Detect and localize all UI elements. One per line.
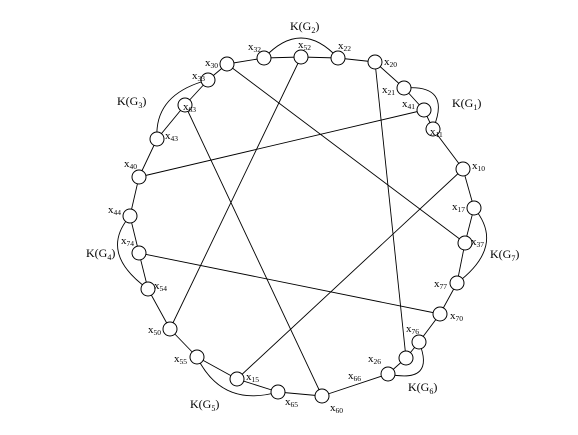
vertex-label-x63: x63 — [183, 101, 196, 114]
vertex-label-x41: x41 — [402, 98, 415, 111]
vertex-x50 — [162, 321, 178, 337]
clique-arc-x32-x22 — [263, 37, 339, 59]
vertex-x11 — [425, 121, 441, 137]
clique-arc-x76-x66 — [387, 341, 424, 377]
vertex-x60 — [314, 388, 330, 404]
clique-label-G3: K(G3) — [117, 94, 146, 110]
vertex-x22 — [330, 50, 346, 66]
edge-x52-x50 — [169, 56, 302, 330]
vertex-x21 — [396, 80, 412, 96]
vertex-x33 — [200, 72, 216, 88]
vertex-x10 — [455, 161, 471, 177]
vertex-label-x55: x55 — [174, 353, 187, 366]
vertex-x17 — [466, 200, 482, 216]
clique-label-G6: K(G6) — [408, 380, 437, 396]
clique-label-G4: K(G4) — [86, 246, 115, 262]
edge-x10-x15 — [236, 168, 464, 380]
clique-arc-x17-x77 — [456, 207, 488, 284]
clique-arc-x21-x11 — [403, 87, 439, 130]
vertex-x26 — [398, 350, 414, 366]
vertex-label-x17: x17 — [452, 201, 465, 214]
vertex-label-x15: x15 — [246, 371, 259, 384]
vertex-label-x26: x26 — [368, 353, 381, 366]
vertex-label-x20: x20 — [384, 56, 397, 69]
vertex-x55 — [189, 349, 205, 365]
clique-arc-x55-x65 — [196, 356, 279, 397]
vertex-label-x10: x10 — [472, 160, 485, 173]
vertex-x54 — [140, 281, 156, 297]
vertex-x65 — [270, 384, 286, 400]
vertex-label-x76: x76 — [406, 323, 419, 336]
vertex-label-x21: x21 — [382, 84, 395, 97]
vertex-labels: x32 x52 x22 x30 x20 x33 x21 x63 x41 x43 x11 x40 x10 x… — [108, 39, 485, 415]
vertex-x77 — [449, 275, 465, 291]
vertex-label-x66: x66 — [348, 370, 361, 383]
vertex-label-x33: x33 — [192, 70, 205, 83]
clique-label-G5: K(G5) — [190, 397, 219, 413]
vertex-label-x11: x11 — [430, 126, 443, 139]
clique-labels: K(G2) K(G1) K(G3) K(G7) K(G4) K(G6) K(G5… — [86, 19, 519, 413]
clique-label-G7: K(G7) — [490, 247, 519, 263]
vertex-label-x65: x65 — [285, 396, 298, 409]
graph-vertices — [122, 49, 482, 404]
vertex-x66 — [380, 366, 396, 382]
edge-x20-x26 — [374, 61, 407, 359]
edge-x55-x15 — [196, 356, 238, 380]
vertex-label-x60: x60 — [330, 402, 343, 415]
vertex-label-x40: x40 — [124, 158, 137, 171]
vertex-x43 — [149, 131, 165, 147]
vertex-label-x44: x44 — [108, 204, 121, 217]
edge-x63-x60 — [184, 104, 323, 397]
edge-x10-x11 — [432, 128, 464, 170]
vertex-x40 — [131, 169, 147, 185]
vertex-label-x37: x37 — [471, 236, 484, 249]
vertex-label-x54: x54 — [154, 280, 167, 293]
vertex-x63 — [177, 97, 193, 113]
vertex-x32 — [256, 50, 272, 66]
vertex-x70 — [432, 306, 448, 322]
vertex-label-x22: x22 — [338, 40, 351, 53]
clique-arcs — [117, 37, 488, 397]
edge-x60-x66 — [321, 373, 389, 397]
edge-x41-x40 — [138, 109, 425, 178]
vertex-x30 — [219, 56, 235, 72]
vertex-x37 — [457, 235, 473, 251]
vertex-label-x77: x77 — [434, 278, 447, 291]
edge-x30-x37 — [226, 63, 466, 244]
vertex-label-x70: x70 — [450, 310, 463, 323]
vertex-label-x32: x32 — [248, 41, 261, 54]
vertex-x44 — [122, 208, 138, 224]
vertex-x20 — [367, 54, 383, 70]
vertex-label-x43: x43 — [165, 130, 178, 143]
clique-label-G2: K(G2) — [290, 19, 319, 35]
vertex-x41 — [416, 102, 432, 118]
vertex-x52 — [293, 49, 309, 65]
vertex-label-x52: x52 — [298, 39, 311, 52]
vertex-x74 — [131, 245, 147, 261]
vertex-x76 — [411, 334, 427, 350]
vertex-label-x50: x50 — [148, 324, 161, 337]
edge-x54-x50 — [147, 288, 171, 330]
clique-arc-x33-x43 — [156, 79, 209, 140]
edge-x74-x70 — [138, 252, 441, 315]
clique-arc-x44-x54 — [117, 215, 149, 290]
clique-label-G1: K(G1) — [452, 96, 481, 112]
vertex-label-x30: x30 — [205, 57, 218, 70]
vertex-label-x74: x74 — [121, 235, 134, 248]
vertex-x15 — [229, 371, 245, 387]
